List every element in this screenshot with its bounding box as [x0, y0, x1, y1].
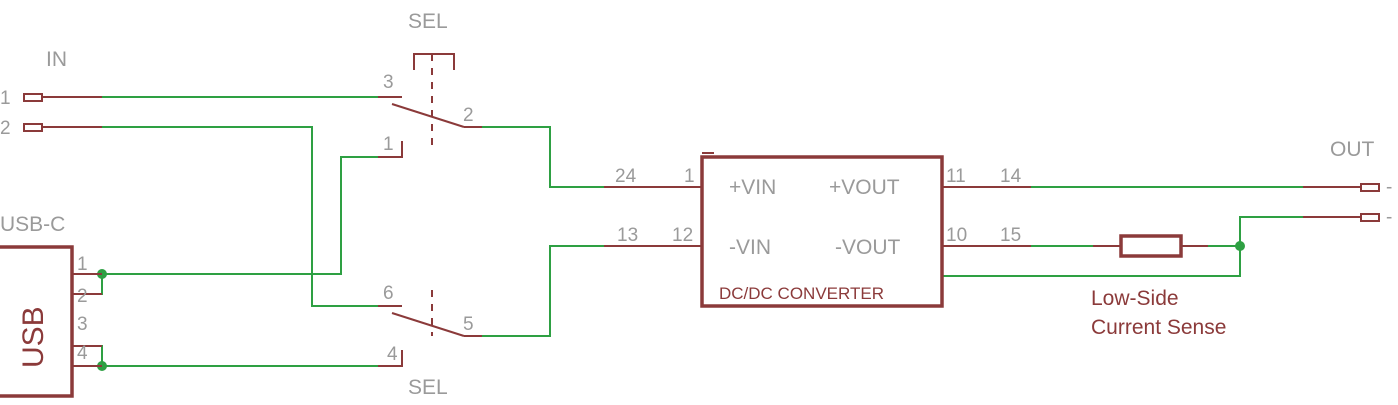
connector-out-pin-2: - [1386, 207, 1392, 228]
switch-top-pin-2: 2 [463, 105, 474, 126]
usbc-pin-3: 3 [77, 314, 88, 335]
dcdc-converter: 24 1 13 12 11 14 10 15 +VIN -VIN +VOUT -… [604, 152, 1031, 308]
connector-out-pin-1: - [1386, 177, 1392, 198]
junction-dot [1235, 241, 1245, 251]
resistor-label-line1: Low-Side [1091, 287, 1179, 310]
usbc-pin-2: 2 [77, 286, 88, 307]
converter-vout-plus: +VOUT [829, 176, 900, 199]
net-sense-return [942, 246, 1241, 277]
usb-body-icon [0, 245, 74, 398]
switch-blade-icon [391, 103, 465, 128]
resistor-icon [1119, 234, 1183, 258]
connector-in: IN 1 2 [0, 48, 102, 139]
switch-sel-bottom: 6 5 4 SEL [378, 283, 482, 399]
in-pad-icon [23, 123, 43, 132]
usbc-pin-1: 1 [77, 254, 88, 275]
net-in2-to-sel4 [102, 126, 378, 307]
switch-bottom-pin-6: 6 [383, 283, 394, 304]
switch-bottom-label: SEL [408, 376, 448, 399]
converter-body-icon [700, 155, 944, 308]
converter-label: DC/DC CONVERTER [719, 284, 884, 303]
switch-top-pin-3: 3 [383, 72, 394, 93]
connector-in-label: IN [46, 48, 67, 71]
switch-top-pin-1: 1 [383, 134, 394, 155]
in-pad-icon [23, 93, 43, 102]
converter-pin-24: 24 [615, 166, 637, 187]
resistor-current-sense: Low-Side Current Sense [1091, 234, 1226, 339]
usb-body-label: USB [17, 306, 50, 368]
switch-blade-icon [391, 312, 465, 337]
out-pad-icon [1360, 183, 1380, 192]
converter-pin-1: 1 [684, 166, 695, 187]
converter-vin-plus: +VIN [729, 176, 776, 199]
resistor-label-line2: Current Sense [1091, 316, 1226, 339]
net-sel2-to-vin-plus [482, 126, 604, 188]
switch-sel-top: SEL 3 2 1 [378, 10, 482, 158]
usbc-pin-4: 4 [77, 343, 88, 364]
connector-usbc: USB-C USB 1 2 3 4 [0, 213, 102, 398]
switch-top-label: SEL [408, 10, 448, 33]
converter-pin-12: 12 [672, 225, 693, 246]
converter-pin-13: 13 [617, 225, 638, 246]
converter-pin-10: 10 [946, 225, 967, 246]
net-resistor-to-out [1208, 216, 1303, 247]
converter-vin-minus: -VIN [729, 236, 771, 259]
net-usb1-to-sel1 [102, 156, 378, 275]
connector-usbc-label: USB-C [0, 213, 65, 236]
connector-in-pin-2: 2 [0, 118, 11, 139]
switch-actuator-icon [413, 53, 455, 70]
switch-bottom-pin-4: 4 [387, 344, 398, 365]
converter-pin-14: 14 [1000, 166, 1022, 187]
out-pad-icon [1360, 213, 1380, 222]
net-sel5-to-vin-minus [482, 245, 604, 337]
converter-vout-minus: -VOUT [835, 236, 901, 259]
connector-out: OUT - - [1303, 138, 1392, 228]
converter-pin-11: 11 [946, 166, 966, 187]
connector-in-pin-1: 1 [0, 88, 11, 109]
connector-out-label: OUT [1330, 138, 1375, 161]
switch-bottom-pin-5: 5 [463, 314, 474, 335]
converter-pin-15: 15 [1000, 225, 1021, 246]
